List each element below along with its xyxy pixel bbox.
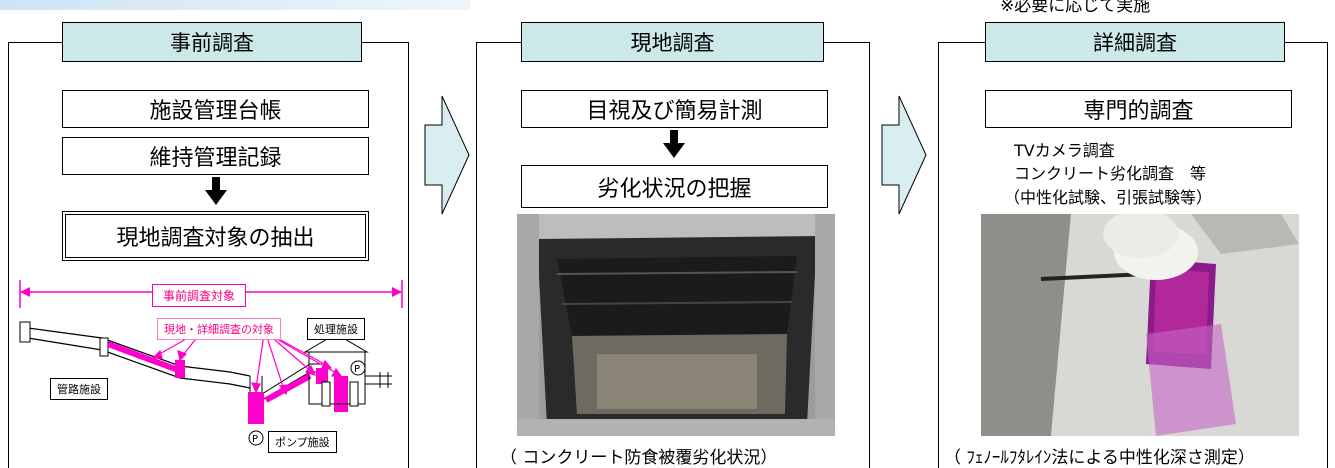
label-survey-span: 事前調査対象 [152,284,247,307]
photo-phenolphthalein-test [981,214,1299,436]
flow-arrow-2-icon [881,95,927,215]
box-visual-inspection: 目視及び簡易計測 [521,90,828,128]
label-pipeline-facility: 管路施設 [50,378,108,400]
pipeline-diagram: P P [19,280,403,446]
photo-concrete-pit [517,214,835,436]
label-survey-target: 現地・詳細調査の対象 [157,318,281,340]
box-expert-survey: 専門的調査 [985,90,1292,128]
svg-text:P: P [252,434,258,445]
down-arrow-icon [205,177,227,205]
detail-line-1: TVカメラ調査 [1014,141,1115,160]
panel-title-detailed-survey: 詳細調査 [985,22,1285,62]
panel-title-site-survey: 現地調査 [521,22,824,62]
down-arrow-icon [663,130,685,158]
box-deterioration-status: 劣化状況の把握 [521,165,828,208]
caption-detail-photo: （ ﾌｪﾉｰﾙﾌﾀﾚｲﾝ法による中性化深さ測定） [944,448,1255,468]
flow-arrow-1-icon [424,95,470,215]
label-pump-facility: ポンプ施設 [268,431,337,453]
panel-title-preliminary: 事前調査 [62,22,362,62]
detail-line-2: コンクリート劣化調査 等 [1014,164,1207,183]
detail-line-3: （中性化試験、引張試験等） [1004,188,1213,207]
box-facility-ledger: 施設管理台帳 [62,90,369,128]
label-treatment-facility: 処理施設 [307,318,365,340]
top-strip [0,0,470,10]
box-site-survey-extraction: 現地調査対象の抽出 [62,211,369,261]
box-maintenance-record: 維持管理記録 [62,137,369,175]
note-optional: ※必要に応じて実施 [1000,0,1151,16]
caption-site-photo: （ コンクリート防食被覆劣化状況） [500,448,778,468]
svg-text:P: P [354,364,360,375]
